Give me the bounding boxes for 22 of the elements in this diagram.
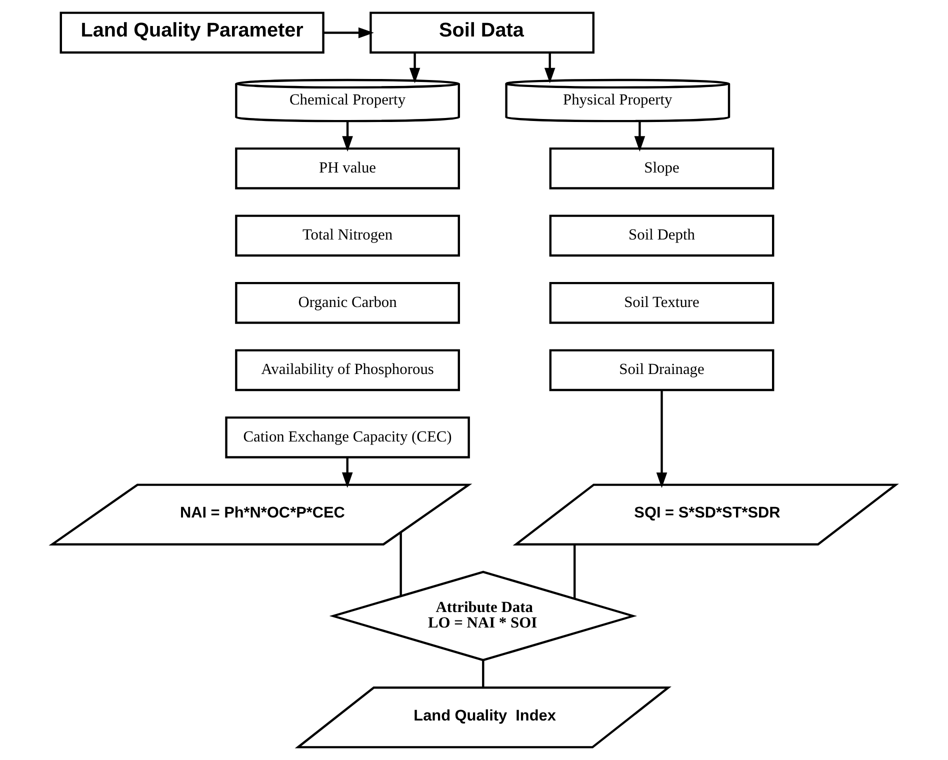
arrow xyxy=(544,52,556,84)
node-box: Soil Drainage xyxy=(549,349,774,392)
node-box: Soil Data xyxy=(370,12,594,54)
node-box: PH value xyxy=(235,147,460,190)
node-box: Slope xyxy=(549,147,774,190)
connector xyxy=(574,544,576,599)
arrow xyxy=(409,52,420,84)
node-box: Soil Depth xyxy=(549,214,774,257)
node-box: Soil Texture xyxy=(549,282,774,324)
arrow xyxy=(342,457,353,488)
arrow xyxy=(342,121,353,152)
arrow xyxy=(656,390,668,488)
node-box: Availability of Phosphorous xyxy=(235,349,460,392)
connector xyxy=(482,660,484,688)
node-diamond: Attribute Data LO = NAI * SOI xyxy=(329,570,637,662)
arrow xyxy=(634,121,646,152)
node-box: Land Quality Parameter xyxy=(60,12,324,54)
node-box: Organic Carbon xyxy=(235,282,460,324)
connector xyxy=(400,532,402,596)
arrow xyxy=(324,27,374,38)
node-box: Cation Exchange Capacity (CEC) xyxy=(225,416,470,458)
node-box: Total Nitrogen xyxy=(235,214,460,257)
